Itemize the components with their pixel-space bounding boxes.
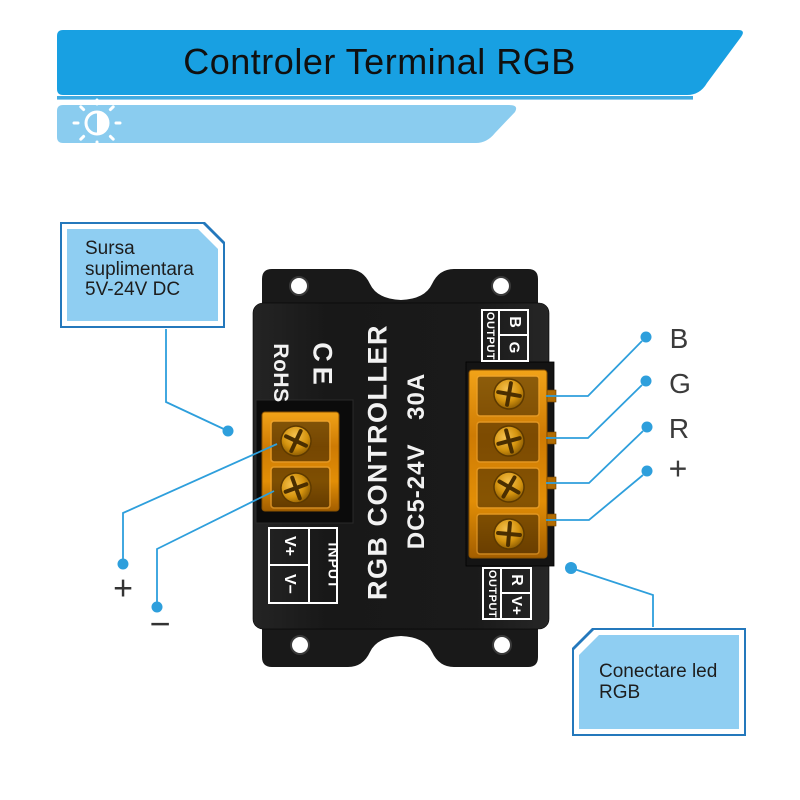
terminal-contact-tab [546,476,557,490]
input-label-title: INPUT [308,529,357,602]
output-label-title: OUTPUT [483,311,500,360]
header-banner-shape [57,30,743,95]
terminal-contact-tab [546,431,557,445]
output-cell-r: R [502,569,530,594]
input-minus-symbol: − [149,603,171,644]
output-cell-vplus: V+ [507,596,525,616]
ce-mark: CE [307,342,338,390]
mounting-hole [289,276,309,296]
mounting-hole [491,276,511,296]
output-cell-b: B [500,311,527,336]
input-plus-symbol: + [113,569,133,608]
rohs-mark: RoHS [269,343,292,403]
device-bottom-mount-tab [262,624,538,667]
output-label-bottom: OUTPUT R V+ [482,567,532,620]
page-title: Controler Terminal RGB [183,41,576,82]
screw-head-icon [280,472,312,504]
wire-label-g: G [669,368,691,399]
callout-box-fill [579,635,739,729]
wire-label-r: R [668,413,690,444]
power-supply-callout-text: Sursa suplimentara 5V-24V DC [85,238,194,300]
output-cell-g: G [504,341,522,354]
mounting-hole [290,635,310,655]
input-cell-vplus: V+ [270,529,308,566]
screw-head-icon [493,425,525,457]
input-cell-vminus: V− [280,573,298,594]
sub-banner-shape [57,105,517,143]
output-terminal-block [465,361,557,567]
mounting-hole [492,635,512,655]
device-spec-print: DC5-24V 30A [403,372,430,550]
output-label-title: OUTPUT [484,569,502,618]
terminal-contact-tab [546,513,557,527]
led-connect-callout-text: Conectare led RGB [599,661,718,703]
screw-head-icon [493,471,525,503]
screw-head-icon [493,518,525,550]
input-terminal-block [255,399,354,524]
terminal-contact-tab [546,389,557,403]
wire-label-b: B [669,323,689,354]
screw-head-icon [280,425,312,457]
screw-head-icon [493,378,525,410]
input-label: V+ V− INPUT [268,527,342,604]
brightness-sun-icon [72,98,122,148]
power-supply-callout-box: Sursa suplimentara 5V-24V DC [60,222,225,328]
device-top-mount-tab [262,269,538,312]
header-separator-line [57,96,693,100]
led-connect-callout-box: Conectare led RGB [572,628,746,736]
wire-label-plus: + [668,450,688,487]
callout-box-fill [67,229,218,321]
output-label-top: OUTPUT B G [481,309,529,362]
device-name-print: RGB CONTROLLER [362,324,393,600]
